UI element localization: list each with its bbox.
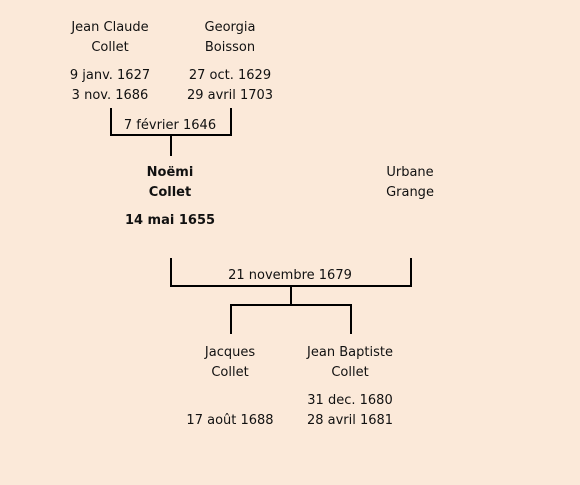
- person-georgia-birth: 27 oct. 1629: [188, 68, 272, 83]
- person-jean-claude-death: 3 nov. 1686: [71, 88, 149, 103]
- children-bar: [230, 304, 352, 306]
- person-noemi-birth: 14 mai 1655: [124, 213, 216, 228]
- person-jean-baptiste-first: Jean Baptiste: [307, 345, 393, 360]
- marriage-bar: [110, 134, 232, 136]
- person-urbane-first: Urbane: [386, 165, 434, 180]
- connector-right: [230, 108, 232, 136]
- person-georgia-death: 29 avril 1703: [186, 88, 274, 103]
- person-jean-baptiste-last: Collet: [331, 365, 369, 380]
- person-noemi-last: Collet: [148, 185, 192, 200]
- person-jean-claude-last: Collet: [91, 40, 129, 55]
- connector-left: [110, 108, 112, 136]
- person-urbane-last: Grange: [386, 185, 434, 200]
- person-georgia-last: Boisson: [204, 40, 256, 55]
- connector-right: [410, 258, 412, 286]
- marriage-bar: [170, 285, 412, 287]
- person-jacques-death: 17 août 1688: [186, 413, 274, 428]
- person-jean-baptiste-death: 28 avril 1681: [306, 413, 394, 428]
- marriage-date-noemi-urbane: 21 novembre 1679: [228, 268, 352, 283]
- person-georgia-first: Georgia: [204, 20, 256, 35]
- person-jean-claude-first: Jean Claude: [71, 20, 149, 35]
- person-jean-baptiste-birth: 31 dec. 1680: [307, 393, 393, 408]
- descent-line: [290, 287, 292, 305]
- person-noemi-first: Noëmi: [146, 165, 194, 180]
- person-jacques-first: Jacques: [204, 345, 256, 360]
- person-jean-claude-birth: 9 janv. 1627: [69, 68, 151, 83]
- child-line: [230, 304, 232, 334]
- marriage-date-parents: 7 février 1646: [123, 118, 217, 133]
- child-line: [350, 304, 352, 334]
- connector-left: [170, 258, 172, 286]
- person-jacques-last: Collet: [211, 365, 249, 380]
- descent-line: [170, 136, 172, 156]
